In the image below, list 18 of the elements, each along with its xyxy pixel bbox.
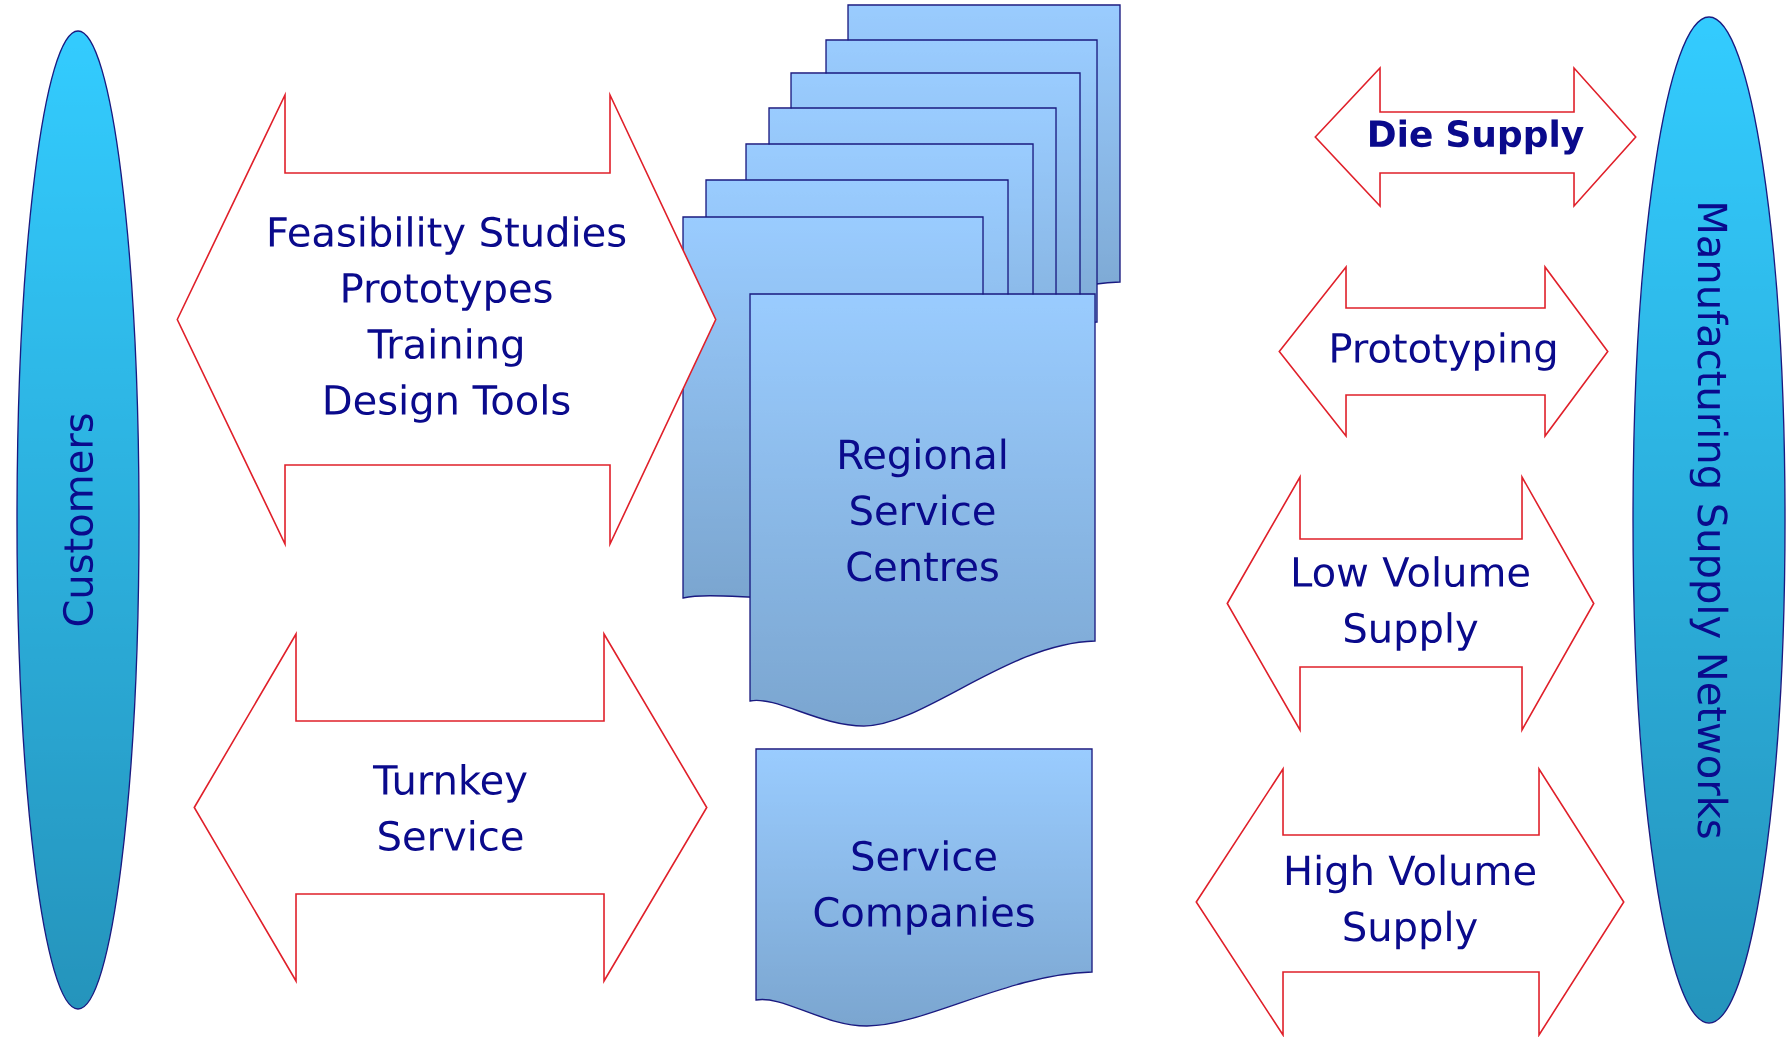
double-arrow [1278, 264, 1609, 439]
document-box: Regional Service Centres [749, 293, 1096, 727]
label: Training [367, 328, 522, 367]
double-arrow [1226, 473, 1595, 734]
document-box: Service Companies [755, 748, 1093, 1027]
arrow-text: Feasibility Studies Prototypes Training Design Tools [269, 216, 626, 423]
double-arrow [176, 91, 717, 548]
edge-label: Die Supply [1370, 119, 1584, 155]
edge-label: High Volume Supply [1286, 854, 1535, 950]
edge-label: Low Volume Supply [1294, 556, 1529, 651]
edge-label: Prototyping [1332, 332, 1556, 371]
double-arrow [193, 631, 708, 984]
label: Design Tools [325, 384, 570, 423]
label: Prototypes [343, 273, 552, 311]
double-arrow [1314, 65, 1637, 209]
edge-label: Turnkey Service [372, 764, 527, 851]
double-arrow [1195, 766, 1625, 1037]
label: Feasibility Studies [269, 216, 626, 255]
